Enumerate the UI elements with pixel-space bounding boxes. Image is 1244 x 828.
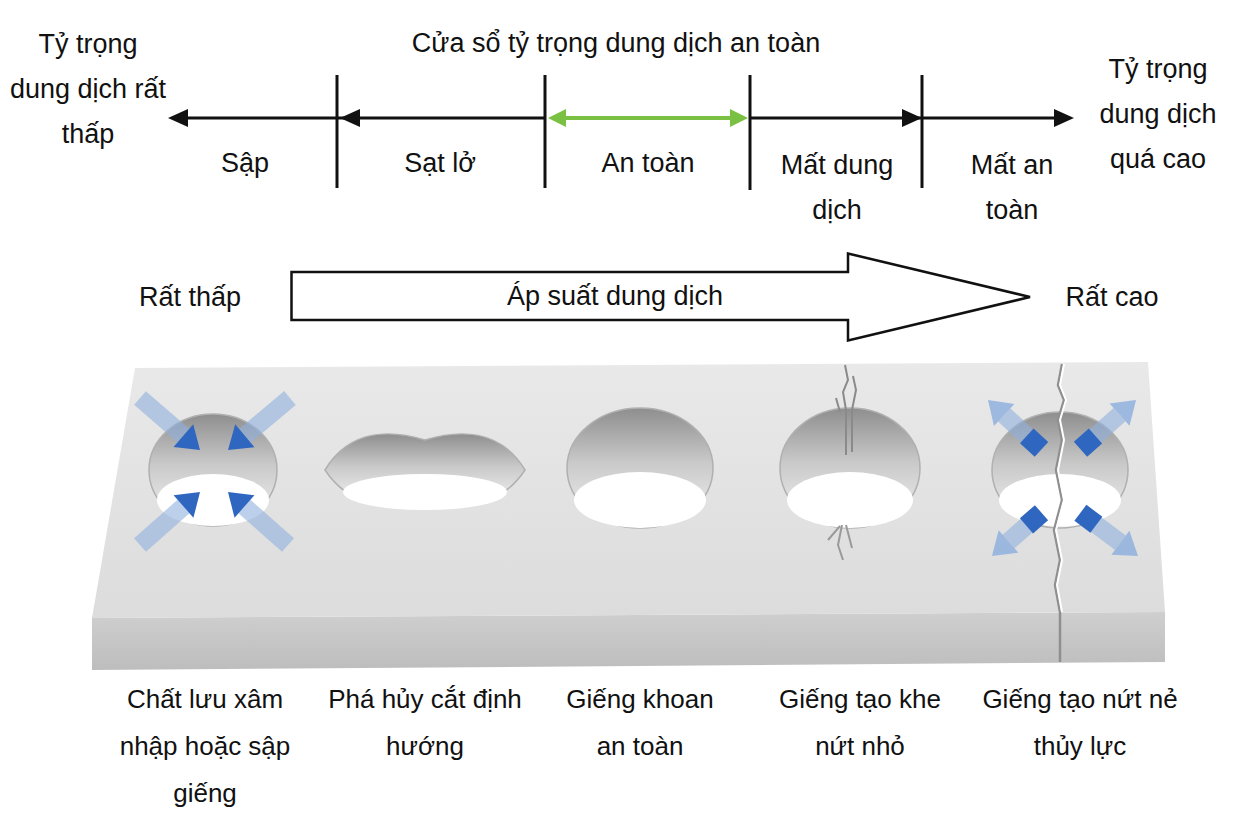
zone-label: Sập <box>185 143 305 183</box>
stress-arrow-head <box>228 424 254 450</box>
stress-marker <box>1074 505 1102 533</box>
borehole <box>780 408 920 528</box>
borehole-bottom <box>343 474 507 510</box>
stress-marker <box>1020 428 1048 456</box>
tick <box>921 75 924 188</box>
arrow-head <box>730 109 748 127</box>
stress-arrow-head <box>1110 400 1136 426</box>
axis-end-label: Tỷ trọng dung dịch quá cao <box>1083 47 1233 182</box>
arrow-head <box>168 109 188 127</box>
tick <box>544 75 547 188</box>
arrow-head <box>1054 109 1074 127</box>
pressure-end-label: Rất cao <box>1052 280 1172 314</box>
fracture <box>836 365 856 455</box>
arrow-head <box>548 109 566 127</box>
stress-arrows <box>140 398 1138 556</box>
zone-label: An toàn <box>563 143 733 183</box>
zone-label: Sạt lở <box>365 143 515 183</box>
tick <box>749 75 752 190</box>
slab-top <box>92 362 1165 618</box>
safe-window-line <box>560 116 735 120</box>
stress-arrow-head <box>988 400 1014 426</box>
hole-caption: Giếng tạo nứt nẻ thủy lực <box>969 676 1191 770</box>
axis-line <box>180 117 545 120</box>
borehole-bottom <box>574 472 706 528</box>
stress-arrow-shaft <box>245 398 290 436</box>
zone-label: Mất dung dịch <box>767 143 907 233</box>
borehole-bottom <box>787 472 913 528</box>
fracture <box>828 525 852 560</box>
stress-arrow-head <box>1111 531 1138 556</box>
zone-label: Mất an toàn <box>942 143 1082 233</box>
arrow-label: Áp suất dung dịch <box>497 272 733 320</box>
arrow-shape <box>292 254 1031 341</box>
stress-arrow-head <box>228 492 254 518</box>
hole-caption: Chất lưu xâm nhập hoặc sập giếng <box>108 676 303 817</box>
tick <box>336 75 339 188</box>
axis-end-label: Tỷ trọng dung dịch rất thấp <box>8 22 168 157</box>
stress-marker <box>1074 429 1102 457</box>
hole-caption: Phá hủy cắt định hướng <box>325 676 525 770</box>
stress-marker <box>1020 505 1048 533</box>
slab-front <box>92 612 1165 670</box>
arrow-head <box>340 109 360 127</box>
pressure-arrow: Áp suất dung dịch <box>290 252 1032 342</box>
stress-arrow-shaft <box>140 398 183 436</box>
axis-title: Cửa sổ tỷ trọng dung dịch an toàn <box>336 26 896 60</box>
stress-arrow-head <box>174 492 200 518</box>
stress-arrow-shaft <box>244 507 288 545</box>
stress-arrow-head <box>174 424 200 450</box>
axis <box>168 75 1074 190</box>
pressure-end-label: Rất thấp <box>130 280 250 314</box>
hole-caption: Giếng tạo khe nứt nhỏ <box>760 676 960 770</box>
borehole <box>567 408 713 528</box>
stress-arrow-head <box>992 530 1018 556</box>
stress-arrow-shaft <box>140 507 184 545</box>
hole-caption: Giếng khoan an toàn <box>550 676 730 770</box>
hydraulic-fracture <box>1056 364 1066 612</box>
arrow-head <box>902 109 922 127</box>
